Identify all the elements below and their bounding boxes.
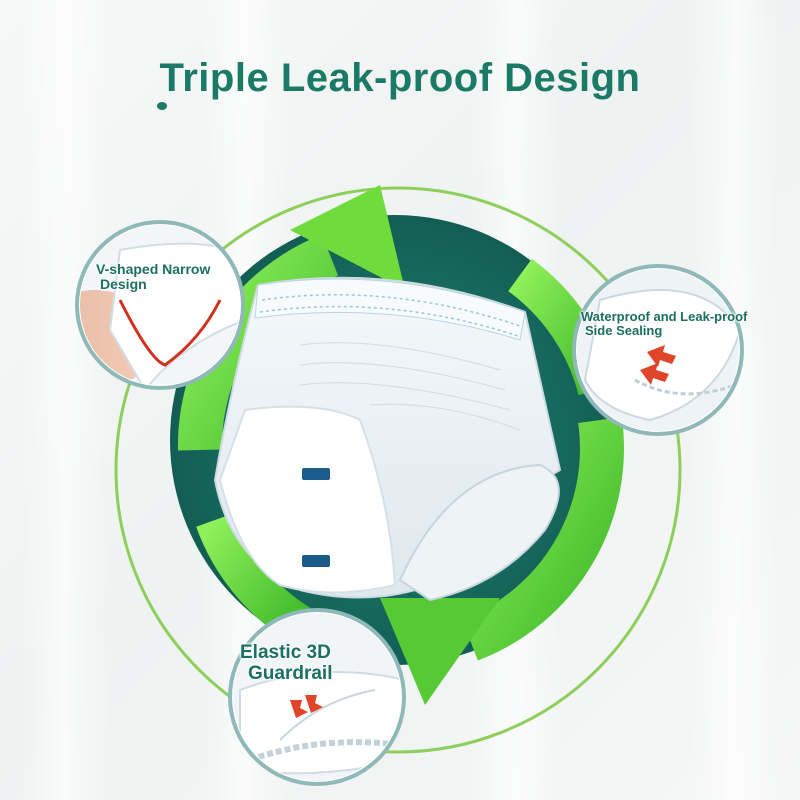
background-window-stripe [20, 0, 110, 800]
red-arrow-icon [640, 345, 676, 385]
feature-label-line: Waterproof and Leak-proof [581, 309, 748, 324]
red-arrow-icon [290, 695, 323, 718]
diaper-logo-icon [302, 468, 330, 567]
feature-bubble-v-shaped [75, 220, 245, 390]
feature-bubble-waterproof [572, 264, 744, 436]
diaper-product [213, 276, 562, 602]
feature-label-line: Design [100, 276, 147, 293]
feature-label-line: V-shaped Narrow [96, 261, 211, 277]
outer-ring [114, 186, 682, 754]
feature-bubble-elastic [228, 608, 406, 786]
decorative-dot [157, 102, 167, 110]
feature-label-line: Side Sealing [585, 323, 663, 339]
feature-label-line: Elastic 3D [240, 642, 331, 663]
feature-label-waterproof: Waterproof and Leak-proof Side Sealing [581, 309, 791, 339]
page-title: Triple Leak-proof Design [159, 56, 641, 100]
feature-label-line: Guardrail [248, 662, 333, 684]
feature-label-elastic: Elastic 3D Guardrail [240, 642, 400, 685]
feature-label-v-shaped: V-shaped Narrow Design [96, 261, 246, 293]
